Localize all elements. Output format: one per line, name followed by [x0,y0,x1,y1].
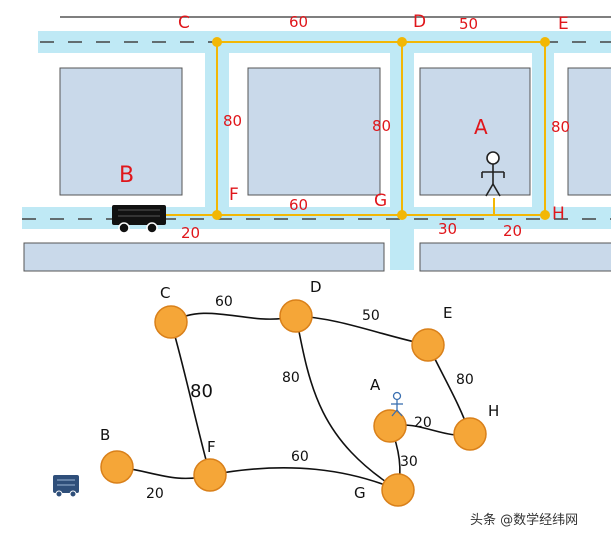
graph-node-label-h: H [488,402,499,420]
route-lines [165,41,546,216]
graph-edge-label-e-h: 80 [456,372,474,388]
block-middle [247,67,381,196]
abstract-graph: C D E A H B F G 60 50 80 80 80 20 30 60 … [53,278,578,528]
graph-node-label-c: C [160,284,170,302]
graph-edge-label-c-f: 80 [190,381,213,402]
graph-edge-label-f-g: 60 [291,449,309,465]
truck-icon [112,205,166,234]
map-vehicle-label-b: B [119,163,134,188]
block-right [567,67,611,196]
map-node-label-e: E [558,14,569,34]
graph-edge-label-d-e: 50 [362,308,380,324]
map-node-label-f: F [229,185,239,205]
graph-node-g [381,473,415,507]
map-distance-c-f: 80 [223,112,242,130]
graph-node-label-b: B [100,426,110,444]
block-left [59,67,183,196]
map-node-label-h: H [552,204,565,224]
graph-node-b [100,450,134,484]
graph-node-label-e: E [443,304,452,322]
person-icon [481,151,505,197]
graph-edge-label-c-d: 60 [215,294,233,310]
map-person-label-a: A [474,115,488,139]
road-bottom [22,207,611,229]
map-node-label-c: C [178,13,190,33]
graph-node-c [154,305,188,339]
edge-c-f [170,321,211,476]
block-bottom-right [419,242,611,272]
graph-edge-label-b-f: 20 [146,486,164,502]
watermark: 头条 @数学经纬网 [470,512,578,528]
graph-node-label-f: F [207,438,216,456]
map-distance-h-a: 20 [503,222,522,240]
graph-node-h [453,417,487,451]
graph-node-label-d: D [310,278,322,296]
map-distance-g-h: 30 [438,220,457,238]
graph-node-label-g: G [354,484,366,502]
graph-edge-label-d-g: 80 [282,370,300,386]
map-distance-e-h: 80 [551,118,570,136]
map-distance-d-e: 50 [459,15,478,33]
graph-truck-icon [53,475,79,498]
graph-node-f [193,458,227,492]
map-node-label-d: D [413,12,426,32]
edge-d-g [295,315,399,491]
graph-node-a [373,409,407,443]
graph-node-d [279,299,313,333]
block-a [419,67,531,196]
intersection-dots [212,37,550,220]
map-node-label-g: G [374,191,387,211]
graph-person-icon [391,391,403,417]
road-vertical-eh [532,42,554,218]
graph-node-e [411,328,445,362]
graph-edge-label-a-h: 20 [414,415,432,431]
map-distance-f-g: 60 [289,196,308,214]
street-map: C D E F G H 60 50 80 80 80 60 30 20 20 A… [22,12,611,272]
graph-edge-label-a-g: 30 [400,454,418,470]
map-distance-d-g: 80 [372,117,391,135]
edge-c-d [170,312,297,323]
map-distance-b-f: 20 [181,224,200,242]
graph-node-label-a: A [370,376,381,394]
edge-f-g [209,467,399,491]
graph-nodes [100,299,487,507]
map-distance-c-d: 60 [289,13,308,31]
block-bottom-left [23,242,385,272]
